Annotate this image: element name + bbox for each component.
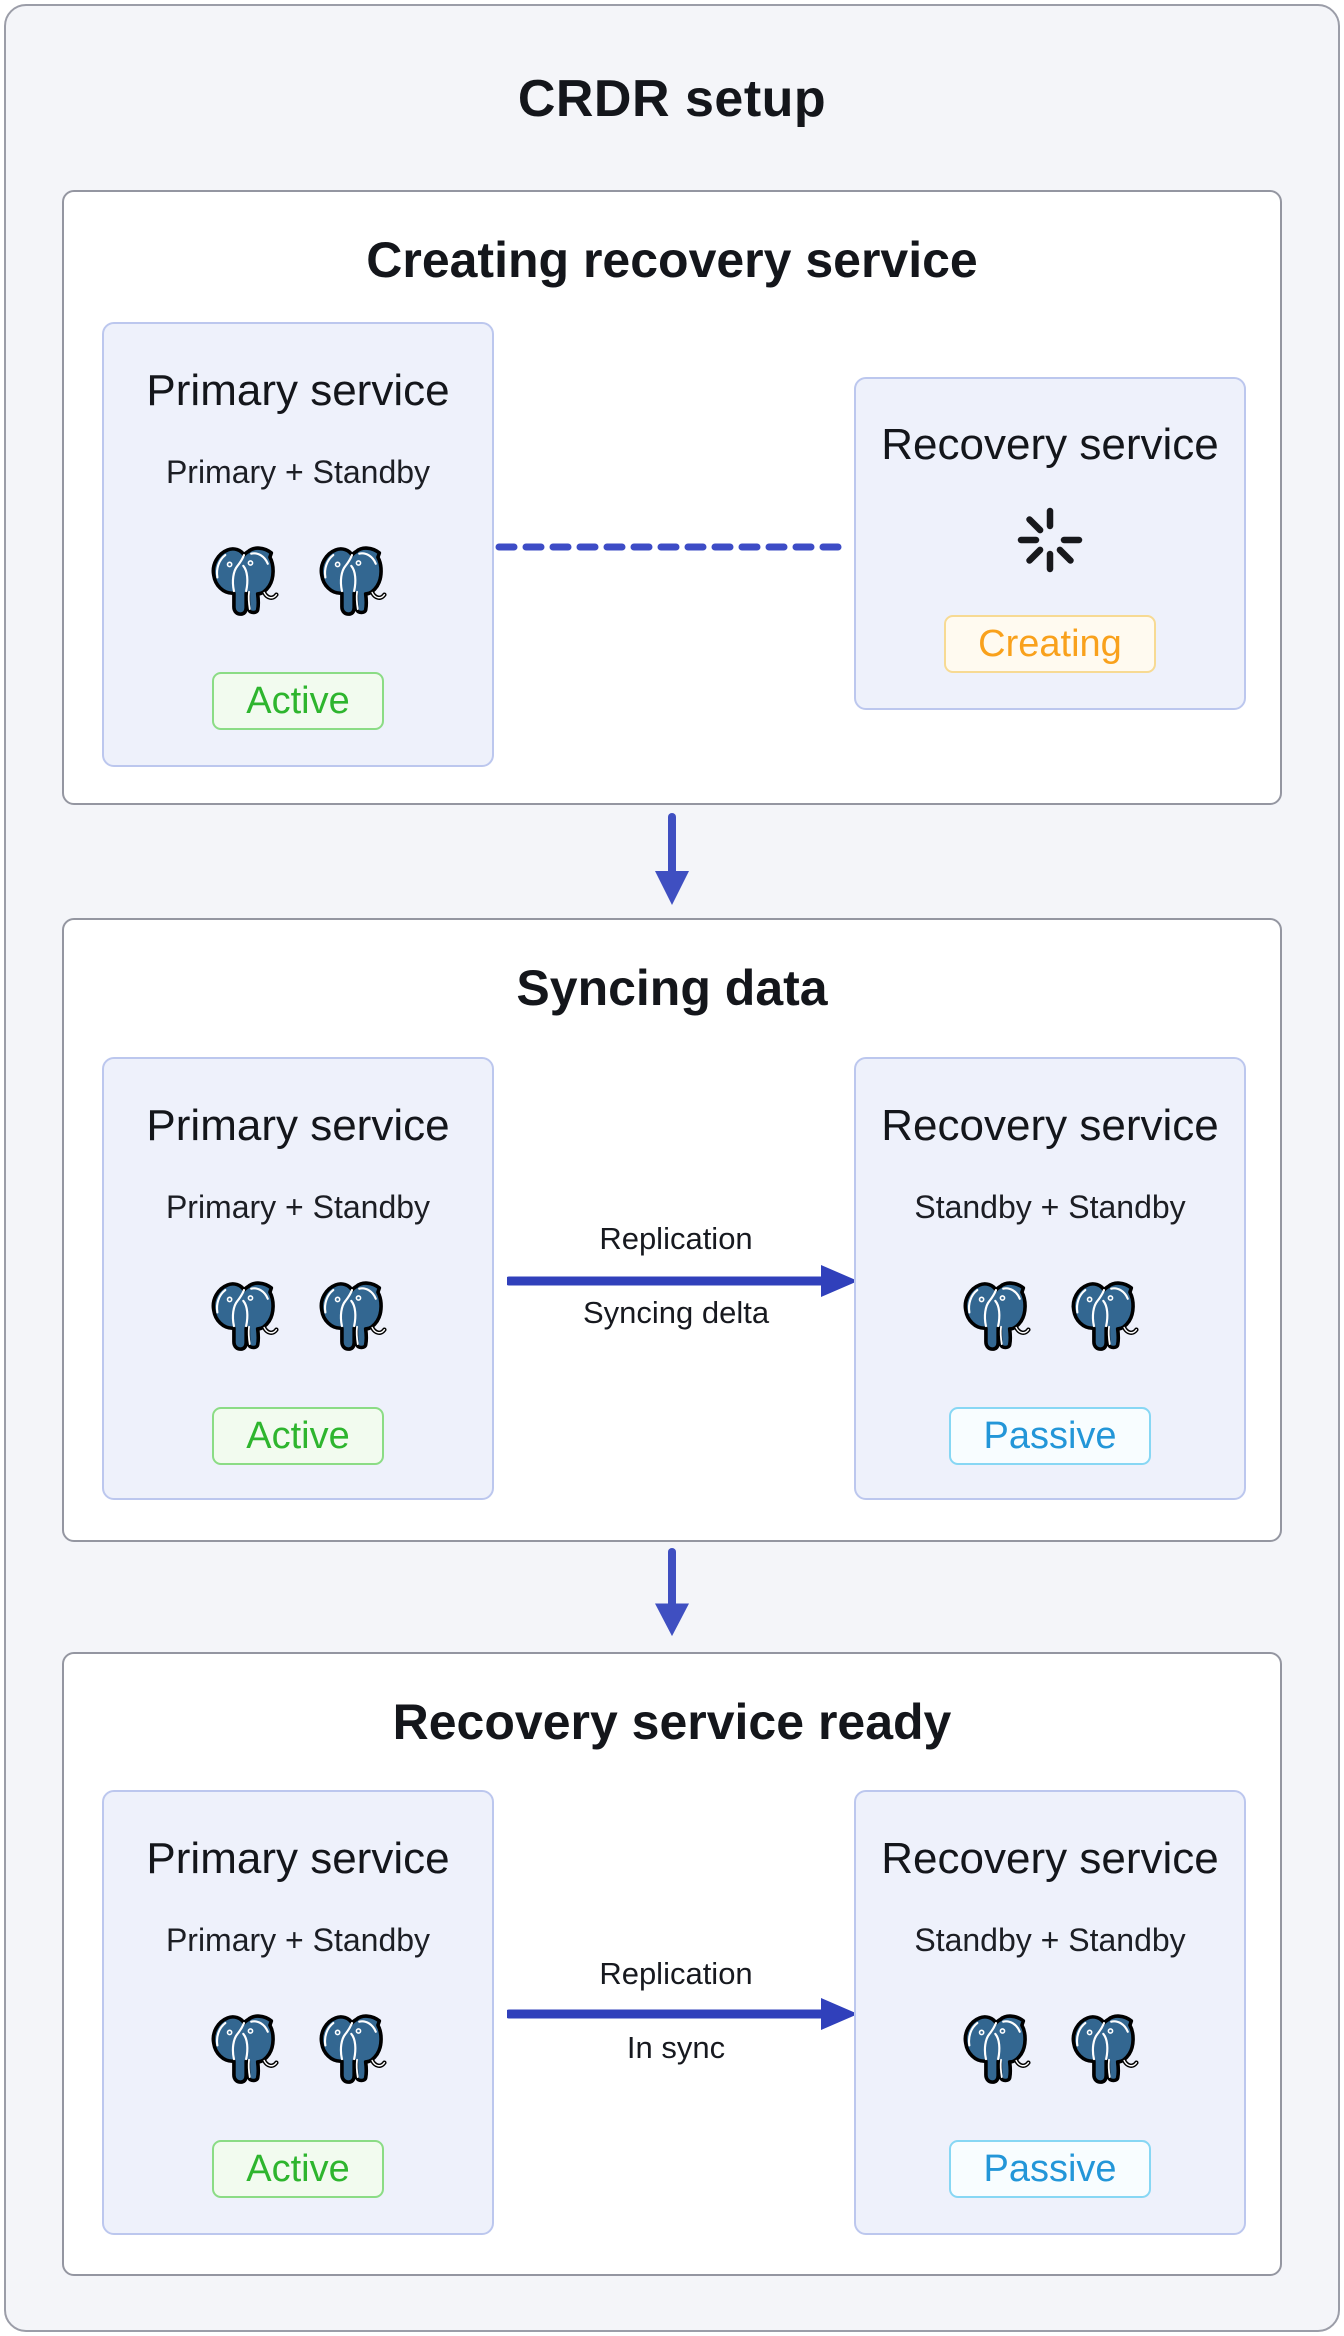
stage-heading: Recovery service ready — [392, 1694, 952, 1750]
card-title: Recovery service — [881, 1101, 1219, 1150]
primary-service-card: Primary service Primary + Standby Active — [102, 322, 494, 767]
flow-down-arrow — [652, 813, 692, 907]
stage-recovery-service-ready: Recovery service ready Primary service P… — [62, 1652, 1282, 2276]
postgresql-elephant-icon — [208, 1280, 280, 1352]
card-subtitle: Standby + Standby — [914, 1189, 1186, 1225]
postgresql-elephant-icon — [960, 1280, 1032, 1352]
card-title: Primary service — [146, 366, 450, 415]
recovery-service-card: Recovery service Standby + Standby Passi… — [854, 1790, 1246, 2235]
replication-label: Replication — [599, 1956, 753, 1991]
postgresql-elephant-icon — [208, 2013, 280, 2085]
card-title: Primary service — [146, 1101, 450, 1150]
sync-status-label: Syncing delta — [582, 1295, 770, 1330]
stage-heading: Creating recovery service — [366, 232, 978, 288]
flow-down-arrow — [652, 1548, 692, 1638]
status-badge-active: Active — [212, 1407, 384, 1465]
primary-service-card: Primary service Primary + Standby Active — [102, 1790, 494, 2235]
database-instances — [208, 2013, 388, 2085]
recovery-service-card: Recovery service Standby + Standby Passi… — [854, 1057, 1246, 1500]
card-subtitle: Primary + Standby — [165, 454, 431, 490]
database-instances — [960, 1280, 1140, 1352]
postgresql-elephant-icon — [208, 545, 280, 617]
status-badge-passive: Passive — [949, 2140, 1151, 2198]
status-badge-creating: Creating — [944, 615, 1156, 673]
card-subtitle: Primary + Standby — [165, 1189, 431, 1225]
replication-arrow — [507, 1998, 858, 2030]
postgresql-elephant-icon — [316, 545, 388, 617]
sync-status-label: In sync — [626, 2030, 726, 2065]
postgresql-elephant-icon — [1068, 1280, 1140, 1352]
status-badge-active: Active — [212, 672, 384, 730]
status-badge-passive: Passive — [949, 1407, 1151, 1465]
postgresql-elephant-icon — [1068, 2013, 1140, 2085]
pending-connection-dashed-line — [495, 543, 854, 551]
replication-arrow — [507, 1265, 858, 1297]
diagram-title: CRDR setup — [517, 70, 827, 128]
postgresql-elephant-icon — [316, 2013, 388, 2085]
postgresql-elephant-icon — [316, 1280, 388, 1352]
status-badge-active: Active — [212, 2140, 384, 2198]
primary-service-card: Primary service Primary + Standby Active — [102, 1057, 494, 1500]
stage-heading: Syncing data — [516, 960, 828, 1016]
loading-spinner-icon — [1017, 507, 1083, 573]
database-instances — [960, 2013, 1140, 2085]
card-title: Recovery service — [881, 1834, 1219, 1883]
card-subtitle: Standby + Standby — [914, 1922, 1186, 1958]
recovery-service-card: Recovery service Creating — [854, 377, 1246, 710]
stage-creating-recovery-service: Creating recovery service Primary servic… — [62, 190, 1282, 805]
stage-syncing-data: Syncing data Primary service Primary + S… — [62, 918, 1282, 1542]
database-instances — [208, 1280, 388, 1352]
card-subtitle: Primary + Standby — [165, 1922, 431, 1958]
database-instances — [208, 545, 388, 617]
card-title: Recovery service — [881, 420, 1219, 469]
replication-label: Replication — [599, 1221, 753, 1256]
postgresql-elephant-icon — [960, 2013, 1032, 2085]
card-title: Primary service — [146, 1834, 450, 1883]
